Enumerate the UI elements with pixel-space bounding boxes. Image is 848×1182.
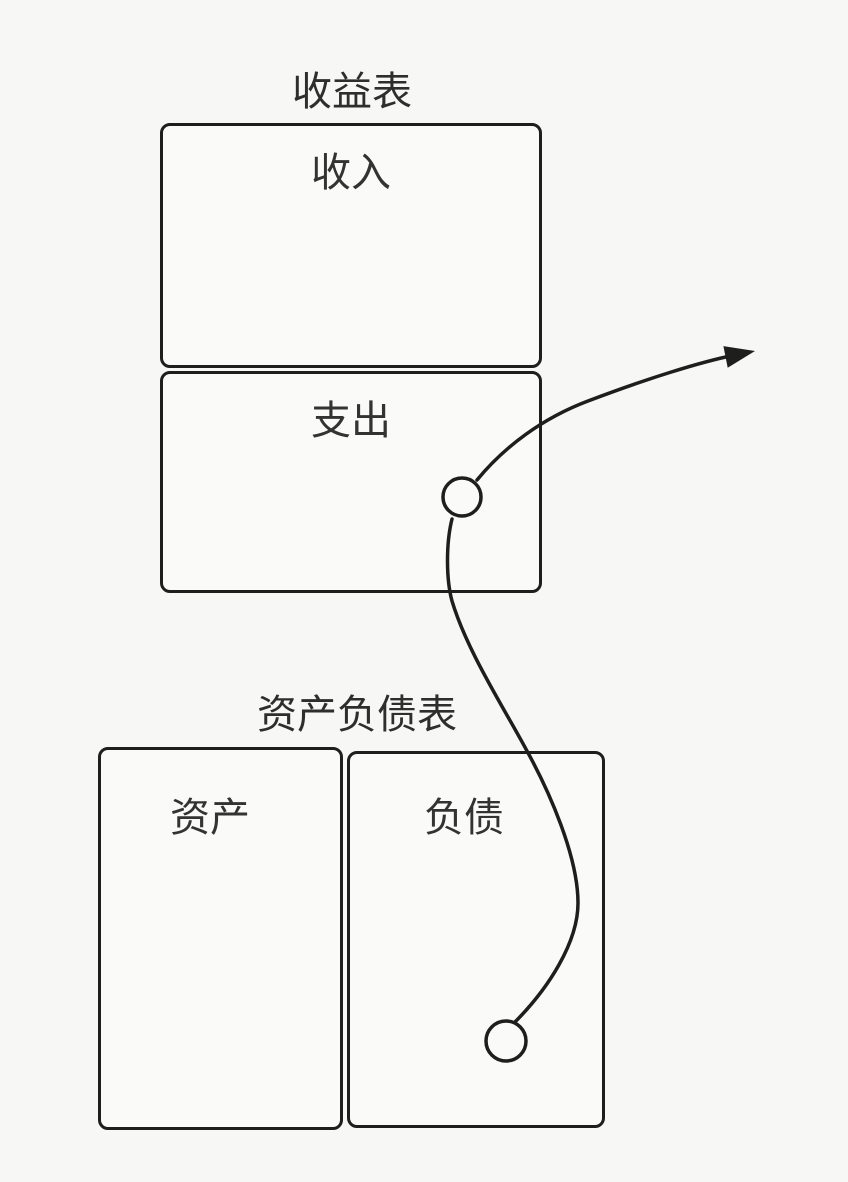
expense-box: 支出	[160, 371, 542, 593]
assets-label: 资产	[170, 796, 250, 840]
revenue-box: 收入	[160, 123, 542, 368]
balance-sheet-title: 资产负债表	[257, 693, 457, 737]
revenue-label: 收入	[311, 151, 391, 195]
arrowhead-icon	[723, 346, 755, 368]
income-statement-title: 收益表	[292, 70, 412, 114]
liabilities-label: 负债	[424, 796, 504, 840]
liabilities-box: 负债	[347, 751, 605, 1128]
expense-label: 支出	[311, 399, 391, 443]
assets-box: 资产	[98, 747, 343, 1130]
